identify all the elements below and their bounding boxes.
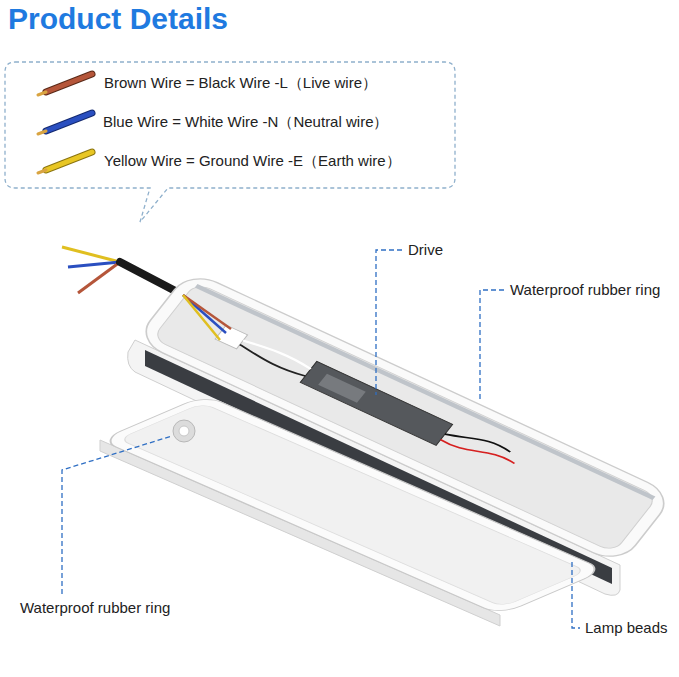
- legend-text: Blue Wire = White Wire -N（Neutral wire）: [103, 113, 388, 131]
- leader-lines: [62, 250, 580, 628]
- part-label: Drive: [408, 241, 443, 259]
- leader-line: [572, 562, 580, 628]
- blue-wire: [46, 113, 92, 131]
- brown-wire-outline: [46, 74, 92, 92]
- yellow-inner-wire: [183, 295, 220, 340]
- legend-text: Yellow Wire = Ground Wire -E（Earth wire）: [104, 152, 401, 170]
- power-cable: [62, 247, 183, 295]
- lamp-lid: [100, 395, 605, 626]
- part-label: Waterproof rubber ring: [20, 599, 170, 617]
- lid-rubber-ring: [173, 420, 195, 442]
- black-wire: [445, 424, 511, 461]
- lid-top: [100, 395, 605, 615]
- red-wire: [440, 431, 515, 471]
- yellow-lead: [62, 247, 120, 262]
- leader-line: [376, 250, 402, 395]
- led-driver: [300, 361, 452, 445]
- copper-tip: [38, 170, 46, 173]
- brown-lead: [78, 262, 120, 293]
- copper-tip: [38, 92, 46, 95]
- blue-wire-outline: [46, 113, 92, 131]
- legend-text: Brown Wire = Black Wire -L（Live wire）: [104, 74, 377, 92]
- lid-inner: [119, 403, 587, 607]
- black-wire: [237, 345, 305, 379]
- wire-samples: [38, 74, 92, 173]
- part-label: Lamp beads: [585, 619, 668, 637]
- lid-hole: [179, 426, 189, 436]
- brown-wire: [46, 74, 92, 92]
- leader-line: [62, 436, 172, 594]
- part-label: Waterproof rubber ring: [510, 281, 660, 299]
- callout-bubble: [5, 62, 455, 222]
- leader-line: [480, 290, 504, 400]
- page-title: Product Details: [8, 2, 228, 36]
- driver-label: [318, 374, 366, 403]
- yellow-wire-outline: [46, 152, 92, 170]
- copper-tip: [38, 131, 46, 134]
- yellow-wire: [46, 152, 92, 170]
